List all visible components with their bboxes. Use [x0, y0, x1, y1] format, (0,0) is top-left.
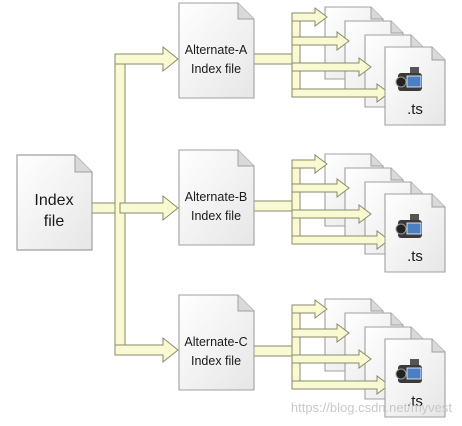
connector-arrows: [91, 45, 179, 364]
branch-arrow-a: [114, 45, 179, 73]
segment-arrow-c-4: [291, 375, 390, 395]
segment-document-b-front: .ts: [384, 193, 446, 273]
segment-bar-b: [291, 159, 301, 245]
alternate-stem-a: [251, 53, 293, 65]
document-icon: [16, 154, 93, 251]
segment-label-c: .ts: [407, 393, 423, 410]
alternate-stem-c: [251, 345, 293, 357]
document-icon: [178, 294, 255, 391]
segment-document-a-front: .ts: [384, 46, 446, 126]
watermark-text: https://blog.csdn.net/myvest: [291, 400, 453, 415]
branch-arrow-c: [114, 336, 179, 364]
master-label-line2: file: [44, 213, 65, 230]
segment-document-c-front: .ts: [384, 338, 446, 418]
segment-arrow-a-4: [291, 83, 390, 103]
segment-bar-a: [291, 12, 301, 98]
segment-arrow-a-2: [291, 31, 350, 51]
alternate-index-document-c: Alternate-C Index file: [178, 294, 255, 391]
alternate-group-b: .ts Alternate-B Index file: [178, 149, 446, 273]
segment-arrows-a: [251, 7, 390, 103]
alternate-label-line2-c: Index file: [191, 354, 241, 368]
video-camera-icon: [395, 67, 422, 91]
segment-arrow-a-1: [291, 7, 328, 27]
segment-arrow-b-3: [291, 204, 372, 224]
alternate-label-line1-b: Alternate-B: [185, 190, 248, 204]
segment-arrow-b-2: [291, 178, 350, 198]
alternate-group-a: .ts Alternate-A Index file: [178, 2, 446, 126]
segment-arrow-c-1: [291, 299, 328, 319]
segment-arrows-b: [251, 154, 390, 250]
segment-label-b: .ts: [407, 248, 423, 265]
alternate-index-document-a: Alternate-A Index file: [178, 2, 255, 99]
segment-label-a: .ts: [407, 101, 423, 118]
segment-arrow-c-3: [291, 349, 372, 369]
alternate-group-c: .ts Alternate-C Index file: [178, 294, 446, 418]
video-camera-icon: [395, 359, 422, 383]
segment-bar-c: [291, 304, 301, 390]
segment-arrow-a-3: [291, 57, 372, 77]
alternate-label-line2-b: Index file: [191, 209, 241, 223]
document-icon: [178, 2, 255, 99]
master-label-line1: Index: [34, 192, 73, 209]
branch-arrow-b: [119, 194, 179, 222]
alternate-label-line1-a: Alternate-A: [185, 43, 248, 57]
master-index-document: Index file: [16, 154, 93, 251]
alternate-label-line1-c: Alternate-C: [184, 335, 247, 349]
alternate-stem-b: [251, 200, 293, 212]
alternate-label-line2-a: Index file: [191, 62, 241, 76]
segment-arrow-c-2: [291, 323, 350, 343]
segment-arrows-c: [251, 299, 390, 395]
segment-arrow-b-1: [291, 154, 328, 174]
document-icon: [178, 149, 255, 246]
alternate-index-document-b: Alternate-B Index file: [178, 149, 255, 246]
segment-arrow-b-4: [291, 230, 390, 250]
video-camera-icon: [395, 214, 422, 238]
